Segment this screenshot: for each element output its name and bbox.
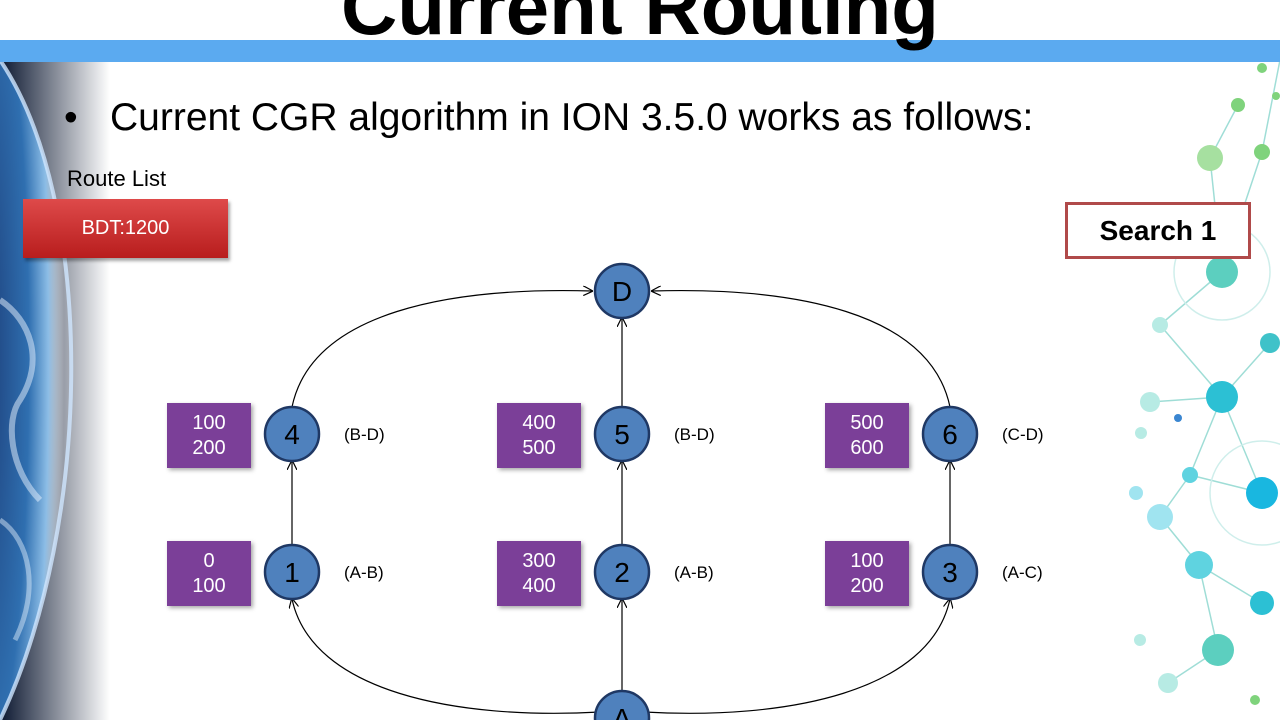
window-box-2 — [497, 541, 581, 606]
node-label-6: 6 — [942, 419, 958, 450]
node-A — [593, 689, 651, 720]
window-start-6: 500 — [850, 412, 883, 434]
window-end-3: 200 — [850, 575, 883, 597]
node-3 — [921, 543, 979, 601]
route-list-label: Route List — [67, 166, 167, 191]
contact-label-4: (B-D) — [344, 425, 385, 444]
contact-label-5: (B-D) — [674, 425, 715, 444]
node-5 — [593, 405, 651, 463]
edge-A-3 — [643, 599, 950, 714]
window-box-1 — [167, 541, 251, 606]
node-label-A: A — [613, 703, 632, 720]
window-start-5: 400 — [522, 412, 555, 434]
bullet-point: • Current CGR algorithm in ION 3.5.0 work… — [64, 96, 1033, 140]
node-6 — [921, 405, 979, 463]
node-label-2: 2 — [614, 557, 630, 588]
node-2 — [593, 543, 651, 601]
window-end-1: 100 — [192, 575, 225, 597]
window-box-6 — [825, 403, 909, 468]
search-label-box: Search 1 — [1065, 202, 1251, 259]
node-label-1: 1 — [284, 557, 300, 588]
network-nodes — [1129, 63, 1280, 705]
window-start-1: 0 — [203, 550, 214, 572]
window-start-2: 300 — [522, 550, 555, 572]
bullet-marker: • — [64, 96, 78, 139]
window-end-6: 600 — [850, 437, 883, 459]
window-end-5: 500 — [522, 437, 555, 459]
slide-title: Current Routing — [341, 0, 939, 51]
window-start-4: 100 — [192, 412, 225, 434]
node-1 — [263, 543, 321, 601]
edge-4-D — [291, 291, 592, 408]
header-banner — [0, 40, 1280, 62]
node-4 — [263, 405, 321, 463]
node-label-5: 5 — [614, 419, 630, 450]
window-start-3: 100 — [850, 550, 883, 572]
node-label-4: 4 — [284, 419, 300, 450]
edge-A-1 — [292, 599, 601, 714]
node-D — [593, 262, 651, 320]
window-box-4 — [167, 403, 251, 468]
window-end-2: 400 — [522, 575, 555, 597]
edge-6-D — [652, 291, 951, 408]
node-label-3: 3 — [942, 557, 958, 588]
contact-label-1: (A-B) — [344, 563, 384, 582]
node-label-D: D — [612, 276, 632, 307]
contact-label-2: (A-B) — [674, 563, 714, 582]
bullet-text: Current CGR algorithm in ION 3.5.0 works… — [110, 96, 1034, 139]
contact-label-6: (C-D) — [1002, 425, 1044, 444]
window-box-5 — [497, 403, 581, 468]
window-end-4: 200 — [192, 437, 225, 459]
contact-label-3: (A-C) — [1002, 563, 1043, 582]
route-list-item: BDT:1200 — [23, 199, 228, 258]
window-box-3 — [825, 541, 909, 606]
